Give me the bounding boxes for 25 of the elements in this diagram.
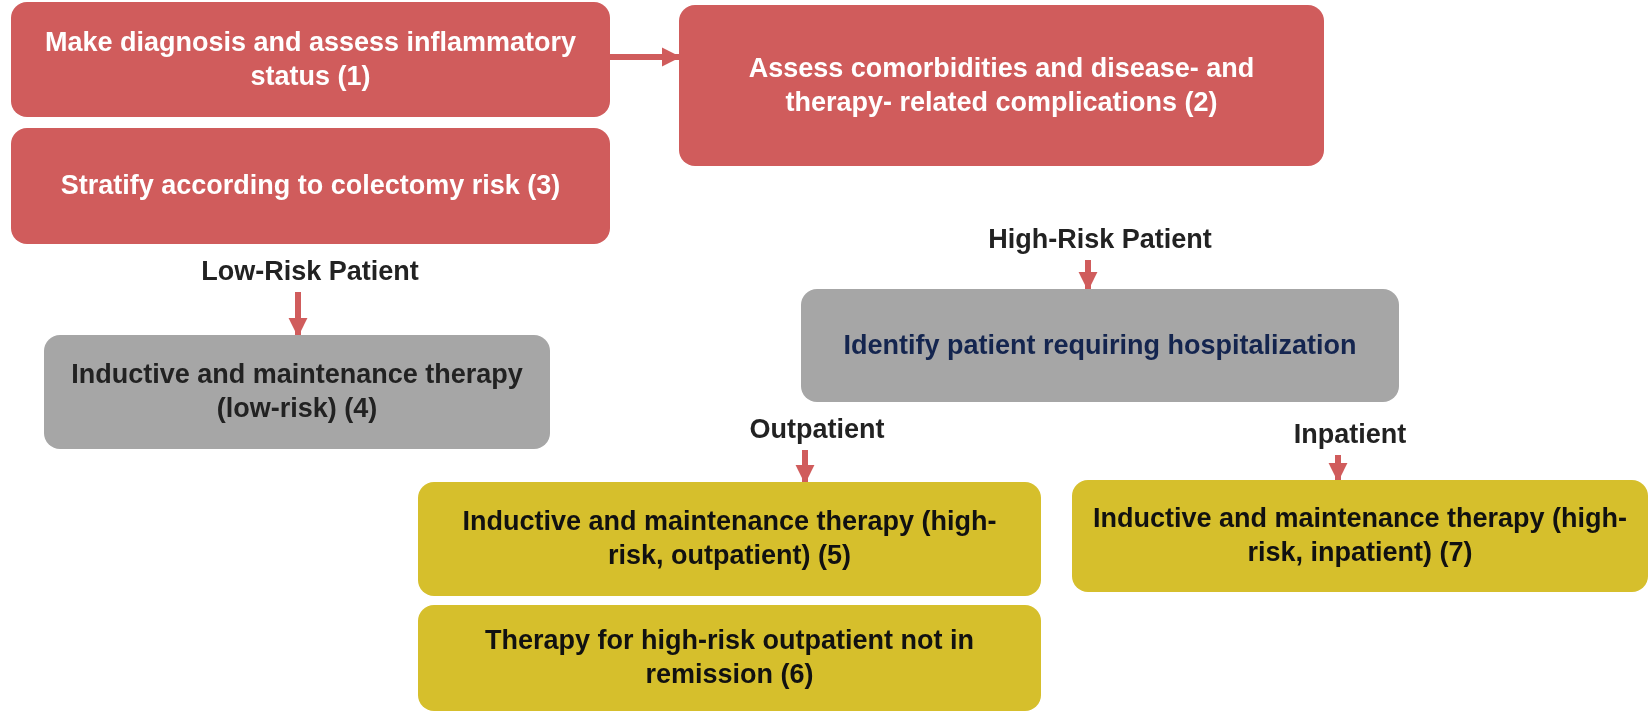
arrow <box>1078 260 1098 291</box>
box-text: Stratify according to colectomy risk (3) <box>60 169 561 203</box>
box-text: Inductive and maintenance therapy (high-risk, outpatient) (5) <box>461 505 998 572</box>
box-text: Therapy for high-risk outpatient not in remission (6) <box>484 624 975 691</box>
process-box <box>679 5 1324 166</box>
arrow <box>1328 455 1348 482</box>
branch-label: Low-Risk Patient <box>201 255 419 289</box>
arrow <box>795 450 815 484</box>
branch-label: Inpatient <box>1293 418 1407 452</box>
box-text: Inductive and maintenance therapy (low-risk) (4) <box>70 358 524 425</box>
arrow <box>610 47 681 67</box>
process-box <box>44 335 550 449</box>
process-box <box>418 482 1041 596</box>
process-box <box>801 289 1399 402</box>
box-text: Make diagnosis and assess inflammatory status (1) <box>43 25 578 93</box>
process-box <box>11 128 610 244</box>
process-box <box>418 605 1041 711</box>
box-text: Inductive and maintenance therapy (high-risk, inpatient) (7) <box>1092 502 1628 569</box>
process-box <box>1072 480 1648 592</box>
box-text: Assess comorbidities and disease- and therapy- related complications (2) <box>747 51 1256 119</box>
box-text: Identify patient requiring hospitalization <box>843 328 1357 362</box>
branch-label: Outpatient <box>749 413 885 447</box>
process-box <box>11 2 610 117</box>
arrow <box>288 292 308 337</box>
branch-label: High-Risk Patient <box>988 223 1212 257</box>
